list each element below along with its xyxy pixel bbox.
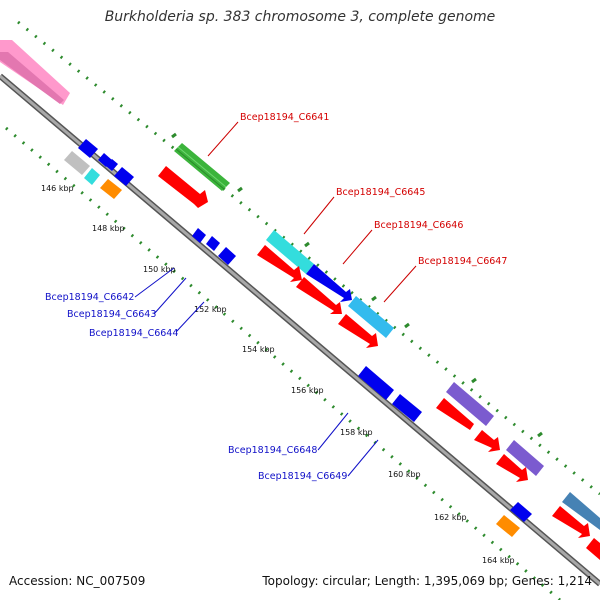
- red-cds: [436, 398, 474, 430]
- gene-label-c6643[interactable]: Bcep18194_C6643: [67, 309, 156, 320]
- tick-label: 158 kbp: [340, 428, 373, 437]
- gene-c6646-blue: [306, 264, 352, 302]
- grey-cds: [64, 151, 90, 175]
- gene-c6648-blue: [358, 366, 394, 400]
- tick-label: 150 kbp: [143, 265, 176, 274]
- red-cds: [338, 314, 378, 348]
- gene-c6641: [174, 143, 230, 191]
- outer-tick-track: [17, 20, 600, 496]
- purple-cds: [446, 382, 494, 426]
- topology-text: Topology: circular; Length: 1,395,069 bp…: [262, 574, 592, 588]
- tick-label: 162 kbp: [434, 513, 467, 522]
- red-cds: [586, 538, 600, 560]
- gene-label-c6644[interactable]: Bcep18194_C6644: [89, 328, 178, 339]
- blue-cds: [106, 159, 118, 171]
- red-cds: [296, 277, 342, 314]
- tick-label: 154 kbp: [242, 345, 275, 354]
- red-cds: [496, 454, 528, 482]
- gene-label-c6646[interactable]: Bcep18194_C6646: [374, 220, 463, 231]
- red-cds: [257, 245, 302, 282]
- gene-c6647-sky: [348, 296, 394, 338]
- accession-text: Accession: NC_007509: [9, 574, 146, 588]
- gene-labels: Bcep18194_C6641 Bcep18194_C6645 Bcep1819…: [45, 112, 507, 482]
- gene-label-c6648[interactable]: Bcep18194_C6648: [228, 445, 317, 456]
- gene-c6649-blue: [392, 394, 422, 422]
- gene-label-c6642[interactable]: Bcep18194_C6642: [45, 292, 134, 303]
- steel-blue-cds: [562, 492, 600, 530]
- reverse-strand-features: [64, 139, 532, 537]
- blue-cds: [510, 502, 532, 522]
- pink-feature: [0, 40, 70, 105]
- gene-label-c6641[interactable]: Bcep18194_C6641: [240, 112, 329, 123]
- blue-cds: [114, 167, 134, 186]
- orange-cds: [100, 179, 122, 199]
- gene-c6644-blue: [218, 247, 236, 265]
- cyan-cds: [84, 168, 100, 185]
- purple-cds: [506, 440, 544, 476]
- tick-label: 148 kbp: [92, 224, 125, 233]
- gene-label-c6647[interactable]: Bcep18194_C6647: [418, 256, 507, 267]
- tick-tracks: [5, 20, 600, 600]
- map-title: Burkholderia sp. 383 chromosome 3, compl…: [104, 9, 496, 25]
- tick-label: 156 kbp: [291, 386, 324, 395]
- gene-c6645-cyan: [266, 230, 314, 274]
- red-cds: [552, 506, 590, 538]
- label-leaders: [134, 121, 417, 477]
- gene-c6642-blue: [192, 228, 206, 243]
- gene-label-c6649[interactable]: Bcep18194_C6649: [258, 471, 347, 482]
- red-cds: [474, 430, 500, 452]
- pink-feature-shade: [0, 52, 64, 104]
- inner-tick-track: [5, 126, 561, 600]
- tick-labels: 146 kbp 148 kbp 150 kbp 152 kbp 154 kbp …: [41, 184, 515, 565]
- gene-label-c6645[interactable]: Bcep18194_C6645: [336, 187, 425, 198]
- blue-cds: [78, 139, 98, 158]
- forward-strand-features: [0, 40, 600, 560]
- tick-label: 164 kbp: [482, 556, 515, 565]
- red-cds: [158, 166, 208, 208]
- tick-label: 152 kbp: [194, 305, 227, 314]
- gene-c6643-blue: [206, 236, 220, 251]
- tick-label: 146 kbp: [41, 184, 74, 193]
- outer-major-ticks: [171, 132, 543, 438]
- tick-label: 160 kbp: [388, 470, 421, 479]
- orange-cds: [496, 515, 520, 537]
